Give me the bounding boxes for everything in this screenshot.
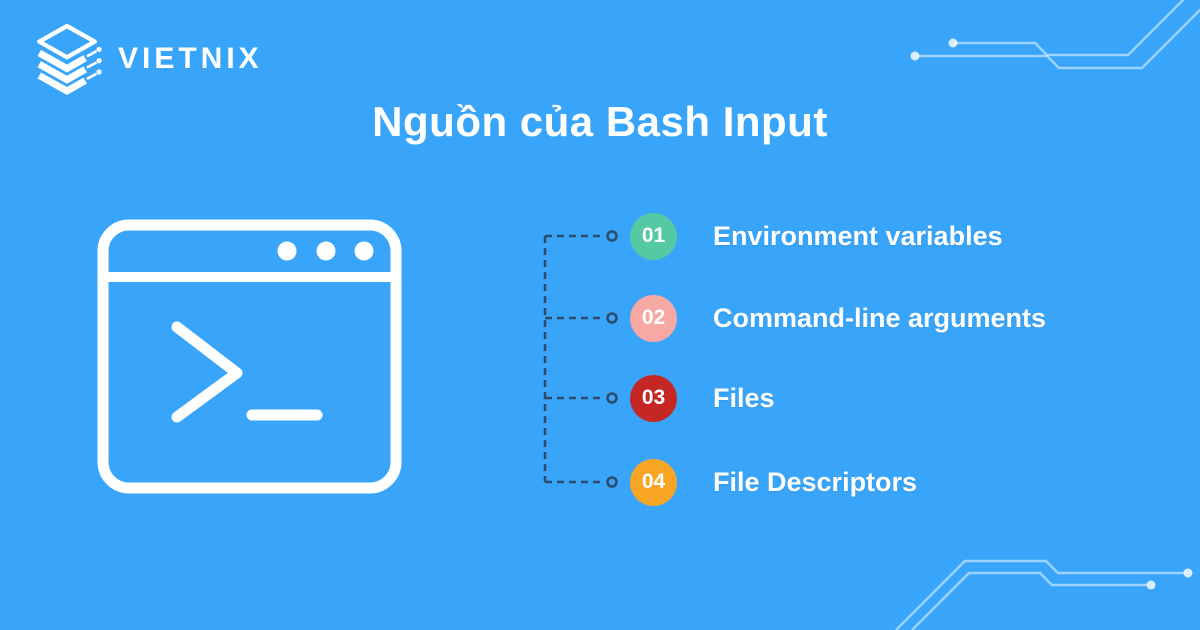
vietnix-logo: VIETNIX xyxy=(28,20,263,98)
circuit-trace-top-right-icon xyxy=(910,0,1200,70)
window-buttons-dots xyxy=(277,241,374,261)
item-number-badge: 03 xyxy=(630,374,677,422)
dashed-connector-lines-icon xyxy=(543,230,618,488)
command-prompt-glyph xyxy=(171,321,323,423)
vietnix-stack-logo-icon xyxy=(37,23,102,96)
list-item: 04 File Descriptors xyxy=(630,458,917,506)
circuit-trace-bottom-right-icon xyxy=(895,559,1193,630)
item-number-badge: 04 xyxy=(630,458,677,506)
item-number-badge: 02 xyxy=(630,294,677,342)
item-label: Environment variables xyxy=(713,220,1003,251)
terminal-window-icon xyxy=(97,219,402,494)
list-item: 02 Command-line arguments xyxy=(630,294,1046,342)
page-title: Nguồn của Bash Input xyxy=(372,98,828,145)
list-item: 03 Files xyxy=(630,374,775,422)
list-item: 01 Environment variables xyxy=(630,212,1003,260)
item-number-badge: 01 xyxy=(630,212,677,260)
item-label: Files xyxy=(713,382,775,413)
item-label: File Descriptors xyxy=(713,466,918,497)
brand-name: VIETNIX xyxy=(118,42,263,75)
item-label: Command-line arguments xyxy=(713,302,1047,333)
